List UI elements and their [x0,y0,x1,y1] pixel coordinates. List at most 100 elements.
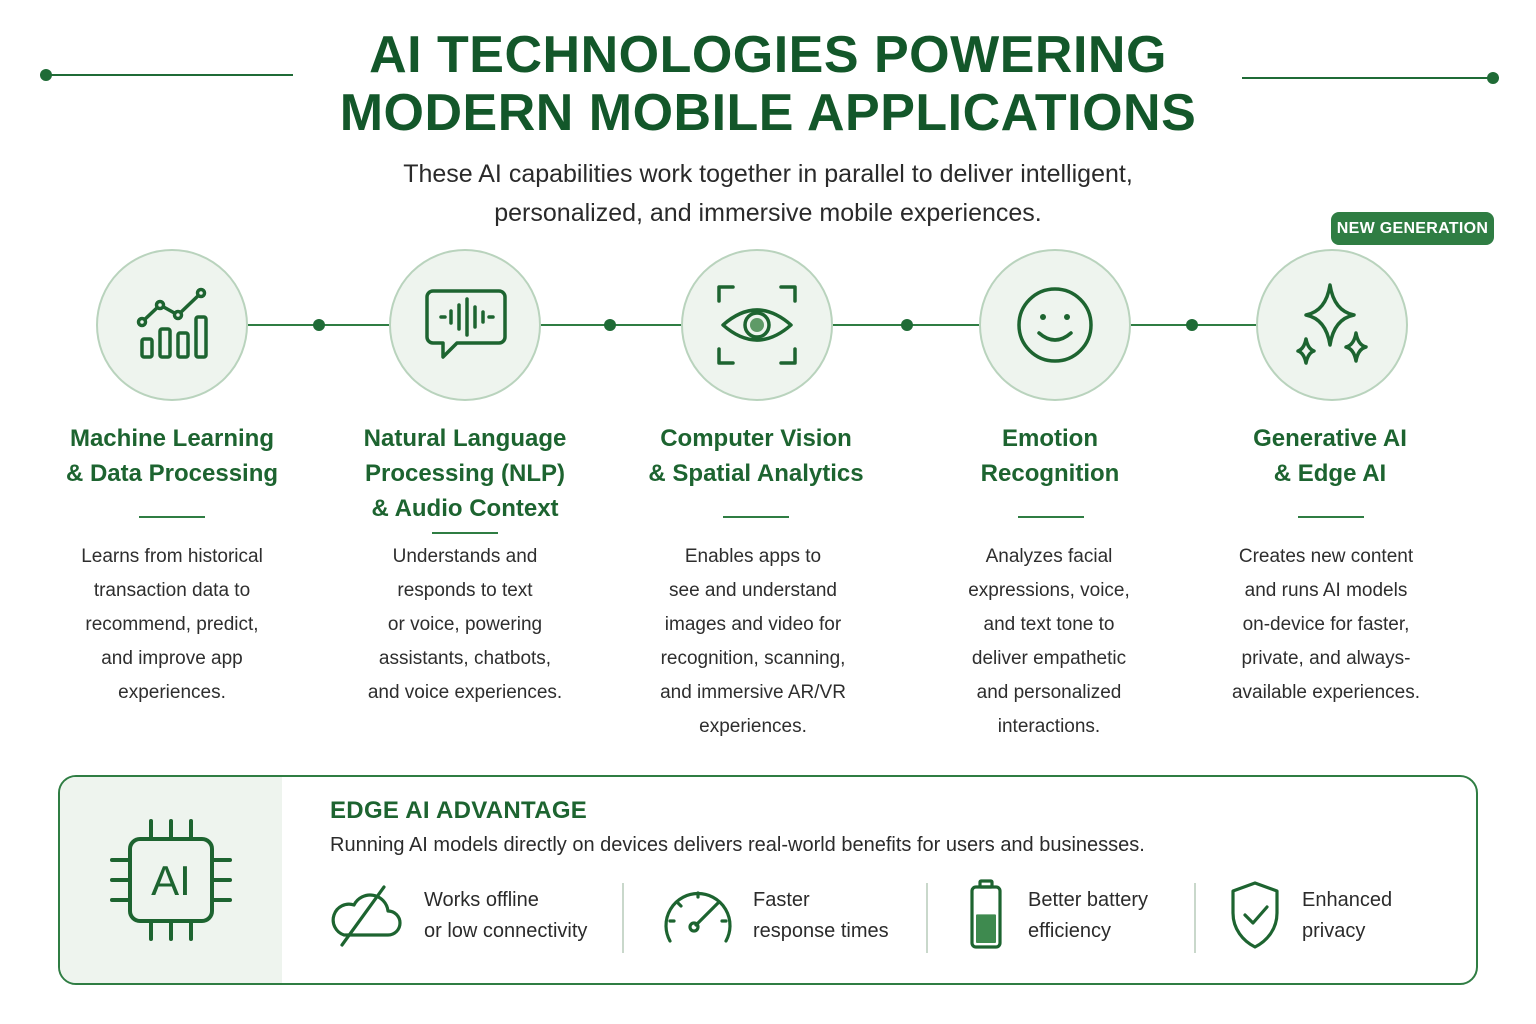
benefit-offline-line: or low connectivity [424,920,588,942]
tech-2-title-line: & Audio Context [371,495,559,522]
tech-2-description: Understands and responds to text or voic… [355,540,575,710]
benefit-separator-3 [1194,883,1196,953]
tech-3-description-line: experiences. [699,716,807,737]
header-right-line [1242,77,1492,79]
tech-1-icon-circle [96,249,248,401]
benefit-privacy-line: privacy [1302,920,1366,942]
benefit-battery-line: Better battery [1028,889,1149,911]
tech-1-description-line: transaction data to [93,580,251,601]
tech-5-description: Creates new content and runs AI models o… [1216,540,1436,710]
benefit-battery-text: Better battery efficiency [1028,885,1218,947]
tech-3-description: Enables apps to see and understand image… [643,540,863,744]
tech-2-title: Natural Language Processing (NLP) & Audi… [335,421,595,526]
battery-icon [970,879,1002,949]
tech-4-description-line: expressions, voice, [968,580,1130,601]
benefit-offline-line: Works offline [424,889,539,911]
page-title-line-1: AI TECHNOLOGIES POWERING [369,26,1167,84]
benefit-speed-line: Faster [753,889,810,911]
tech-2-title-line: Processing (NLP) [364,460,566,487]
page-title: AI TECHNOLOGIES POWERING MODERN MOBILE A… [0,26,1536,142]
tech-2-divider [432,532,498,534]
page-subtitle-line-2: personalized, and immersive mobile exper… [494,199,1042,227]
benefit-separator-2 [926,883,928,953]
tech-1-divider [139,516,205,518]
edge-ai-panel: AI EDGE AI ADVANTAGE Running AI models d… [58,775,1478,985]
edge-ai-chip-area: AI [60,777,282,983]
tech-3-icon-circle [681,249,833,401]
tech-5-description-line: on-device for faster, [1242,614,1410,635]
connector-dot-1 [313,319,325,331]
tech-3-description-line: Enables apps to [684,546,822,567]
tech-1-description: Learns from historical transaction data … [62,540,282,710]
edge-ai-title: EDGE AI ADVANTAGE [330,797,588,824]
tech-4-description-line: and personalized [976,682,1122,703]
shield-check-icon [1231,881,1279,949]
header-right-dot [1487,72,1499,84]
battery-level-fill [976,914,996,943]
cloud-offline-icon [331,885,402,947]
tech-5-title-line: Generative AI [1253,425,1407,452]
tech-5-title: Generative AI & Edge AI [1200,421,1460,491]
tech-5-title-line: & Edge AI [1273,460,1387,487]
tech-4-title-line: Emotion [1002,425,1098,452]
tech-1-description-line: Learns from historical [81,546,263,567]
page-subtitle: These AI capabilities work together in p… [368,155,1168,233]
tech-4-description-line: deliver empathetic [971,648,1127,669]
tech-5-icon-circle [1256,249,1408,401]
tech-2-description-line: or voice, powering [387,614,543,635]
tech-3-title-line: Computer Vision [660,425,852,452]
sparkles-icon [1296,283,1368,365]
tech-1-description-line: experiences. [118,682,226,703]
eye-scan-icon [717,285,797,365]
tech-5-description-line: private, and always- [1241,648,1411,669]
tech-5-description-line: Creates new content [1238,546,1414,567]
tech-4-description-line: Analyzes facial [985,546,1113,567]
speedometer-icon [664,891,732,943]
page-subtitle-line-1: These AI capabilities work together in p… [403,160,1133,188]
smiley-face-icon [1017,287,1093,363]
tech-4-description-line: and text tone to [983,614,1115,635]
benefit-battery-icon-wrap [946,879,1026,951]
tech-2-description-line: and voice experiences. [367,682,563,703]
tech-4-description-line: interactions. [997,716,1101,737]
page-title-line-2: MODERN MOBILE APPLICATIONS [339,84,1197,142]
benefit-privacy-icon-wrap [1215,879,1295,951]
tech-3-description-line: images and video for [664,614,842,635]
tech-5-divider [1298,516,1364,518]
tech-5-description-line: available experiences. [1231,682,1420,703]
tech-1-description-line: recommend, predict, [85,614,259,635]
connector-dot-4 [1186,319,1198,331]
tech-2-title-line: Natural Language [363,425,567,452]
tech-1-title-line: Machine Learning [69,425,275,452]
tech-1-title: Machine Learning & Data Processing [42,421,302,491]
benefit-privacy-text: Enhanced privacy [1302,885,1476,947]
new-generation-badge: NEW GENERATION [1331,212,1494,245]
tech-1-title-line: & Data Processing [65,460,279,487]
tech-2-description-line: Understands and [392,546,538,567]
benefit-offline-text: Works offline or low connectivity [424,885,614,947]
connector-dot-2 [604,319,616,331]
tech-5-description-line: and runs AI models [1244,580,1408,601]
tech-2-icon-circle [389,249,541,401]
tech-4-icon-circle [979,249,1131,401]
tech-3-description-line: recognition, scanning, [660,648,846,669]
tech-4-title: Emotion Recognition [920,421,1180,491]
edge-ai-subtitle: Running AI models directly on devices de… [330,834,1145,856]
tech-4-title-line: Recognition [980,460,1120,487]
speech-waveform-icon [425,289,507,359]
tech-3-description-line: and immersive AR/VR [660,682,846,703]
chart-growth-icon [136,287,208,359]
benefit-offline-icon-wrap [326,879,406,951]
tech-1-description-line: and improve app [101,648,243,669]
tech-3-description-line: see and understand [669,580,837,601]
benefit-speed-line: response times [753,920,889,942]
tech-2-description-line: assistants, chatbots, [378,648,552,669]
benefit-privacy-line: Enhanced [1302,889,1393,911]
benefit-separator-1 [622,883,624,953]
ai-chip-label: AI [151,857,191,904]
tech-3-title: Computer Vision & Spatial Analytics [626,421,886,491]
benefit-speed-icon-wrap [658,879,738,951]
tech-3-divider [723,516,789,518]
tech-3-title-line: & Spatial Analytics [648,460,864,487]
connector-dot-3 [901,319,913,331]
